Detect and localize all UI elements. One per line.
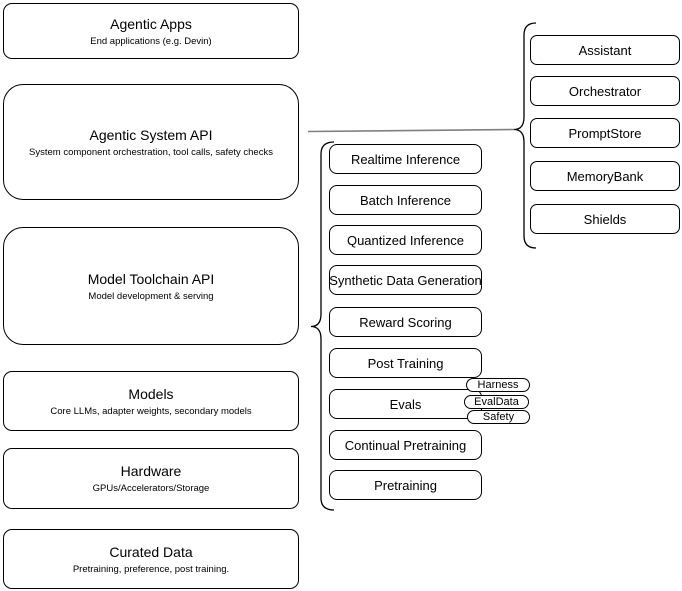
box-model-toolchain-api: Model Toolchain API Model development & … (3, 227, 299, 345)
box-subtitle: GPUs/Accelerators/Storage (92, 483, 210, 494)
box-reward-scoring: Reward Scoring (329, 307, 482, 337)
system-api-connector-line (307, 128, 515, 133)
box-quantized-inference: Quantized Inference (329, 225, 482, 255)
box-continual-pretraining: Continual Pretraining (329, 430, 482, 460)
box-batch-inference: Batch Inference (329, 185, 482, 215)
box-label: Orchestrator (568, 83, 642, 99)
box-label: Synthetic Data Generation (329, 272, 482, 288)
box-subtitle: Model development & serving (88, 290, 214, 302)
box-subtitle: End applications (e.g. Devin) (90, 35, 212, 47)
box-pretraining: Pretraining (329, 470, 482, 500)
box-title: Hardware (120, 463, 182, 479)
box-subtitle: System component orchestration, tool cal… (29, 146, 273, 158)
pill-evaldata: EvalData (464, 395, 529, 409)
box-label: Pretraining (374, 477, 437, 493)
pill-label: Safety (482, 410, 515, 423)
box-models: Models Core LLMs, adapter weights, secon… (3, 371, 299, 431)
box-label: PromptStore (568, 125, 642, 141)
box-assistant: Assistant (530, 35, 680, 65)
pill-safety: Safety (467, 410, 530, 424)
box-orchestrator: Orchestrator (530, 76, 680, 106)
box-label: Shields (583, 211, 627, 227)
box-title: Models (128, 385, 174, 402)
box-label: Post Training (367, 355, 444, 371)
box-label: Quantized Inference (346, 232, 465, 248)
box-label: Assistant (578, 42, 632, 58)
box-synthetic-data-generation: Synthetic Data Generation (329, 265, 482, 295)
box-label: Reward Scoring (359, 314, 452, 330)
pill-harness: Harness (466, 378, 530, 392)
box-evals: Evals (329, 389, 482, 419)
box-label: MemoryBank (566, 168, 644, 184)
box-title: Agentic System API (89, 126, 213, 143)
pill-label: EvalData (474, 395, 519, 408)
box-hardware: Hardware GPUs/Accelerators/Storage (3, 448, 299, 509)
box-memorybank: MemoryBank (530, 161, 680, 191)
box-label: Continual Pretraining (344, 437, 467, 453)
box-title: Curated Data (109, 543, 193, 560)
box-title: Model Toolchain API (87, 270, 215, 287)
box-label: Batch Inference (359, 192, 452, 208)
box-label: Evals (389, 396, 422, 412)
box-curated-data: Curated Data Pretraining, preference, po… (3, 529, 299, 589)
box-post-training: Post Training (329, 348, 482, 378)
box-label: Realtime Inference (350, 151, 461, 167)
box-agentic-apps: Agentic Apps End applications (e.g. Devi… (3, 3, 299, 59)
box-shields: Shields (530, 204, 680, 234)
box-promptstore: PromptStore (530, 118, 680, 148)
box-realtime-inference: Realtime Inference (329, 144, 482, 174)
pill-label: Harness (477, 378, 519, 391)
box-subtitle: Core LLMs, adapter weights, secondary mo… (50, 405, 252, 417)
box-agentic-system-api: Agentic System API System component orch… (3, 84, 299, 200)
box-title: Agentic Apps (110, 15, 192, 32)
box-subtitle: Pretraining, preference, post training. (72, 563, 230, 575)
